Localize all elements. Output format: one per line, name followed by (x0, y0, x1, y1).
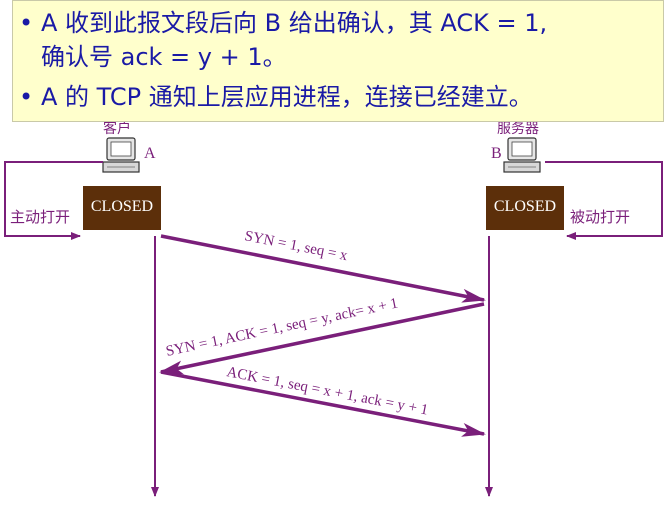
client-computer-icon (102, 137, 140, 173)
active-open-loop (4, 161, 103, 240)
syn-arrow (160, 234, 486, 303)
server-letter: B (491, 145, 502, 162)
server-state-label: CLOSED (494, 198, 556, 215)
passive-open-loop (545, 161, 663, 240)
client-state-box (83, 186, 161, 230)
callout-bullet-2-text: A 的 TCP 通知上层应用进程，连接已经建立。 (41, 83, 533, 111)
callout-bullet-1-line-1: A 收到此报文段后向 B 给出确认，其 ACK = 1, (41, 9, 548, 37)
syn-label: SYN = 1, seq = x (243, 228, 349, 264)
client-letter: A (144, 145, 156, 162)
syn-ack-arrow (159, 302, 485, 375)
callout-bullet-1-line-2: 确认号 ack = y + 1。 (41, 43, 287, 71)
ack-arrow (160, 370, 486, 437)
bullet-icon: • (19, 83, 34, 111)
client-state-label: CLOSED (91, 198, 153, 215)
bullet-icon: • (19, 9, 34, 37)
passive-open-label: 被动打开 (570, 208, 630, 226)
explanation-callout: • A 收到此报文段后向 B 给出确认，其 ACK = 1, 确认号 ack =… (12, 0, 664, 122)
server-title: 服务器 (497, 121, 539, 137)
active-open-label: 主动打开 (10, 208, 70, 226)
client-title: 客户 (103, 120, 131, 137)
server-state-box (486, 186, 564, 230)
server-computer-icon (503, 137, 541, 173)
